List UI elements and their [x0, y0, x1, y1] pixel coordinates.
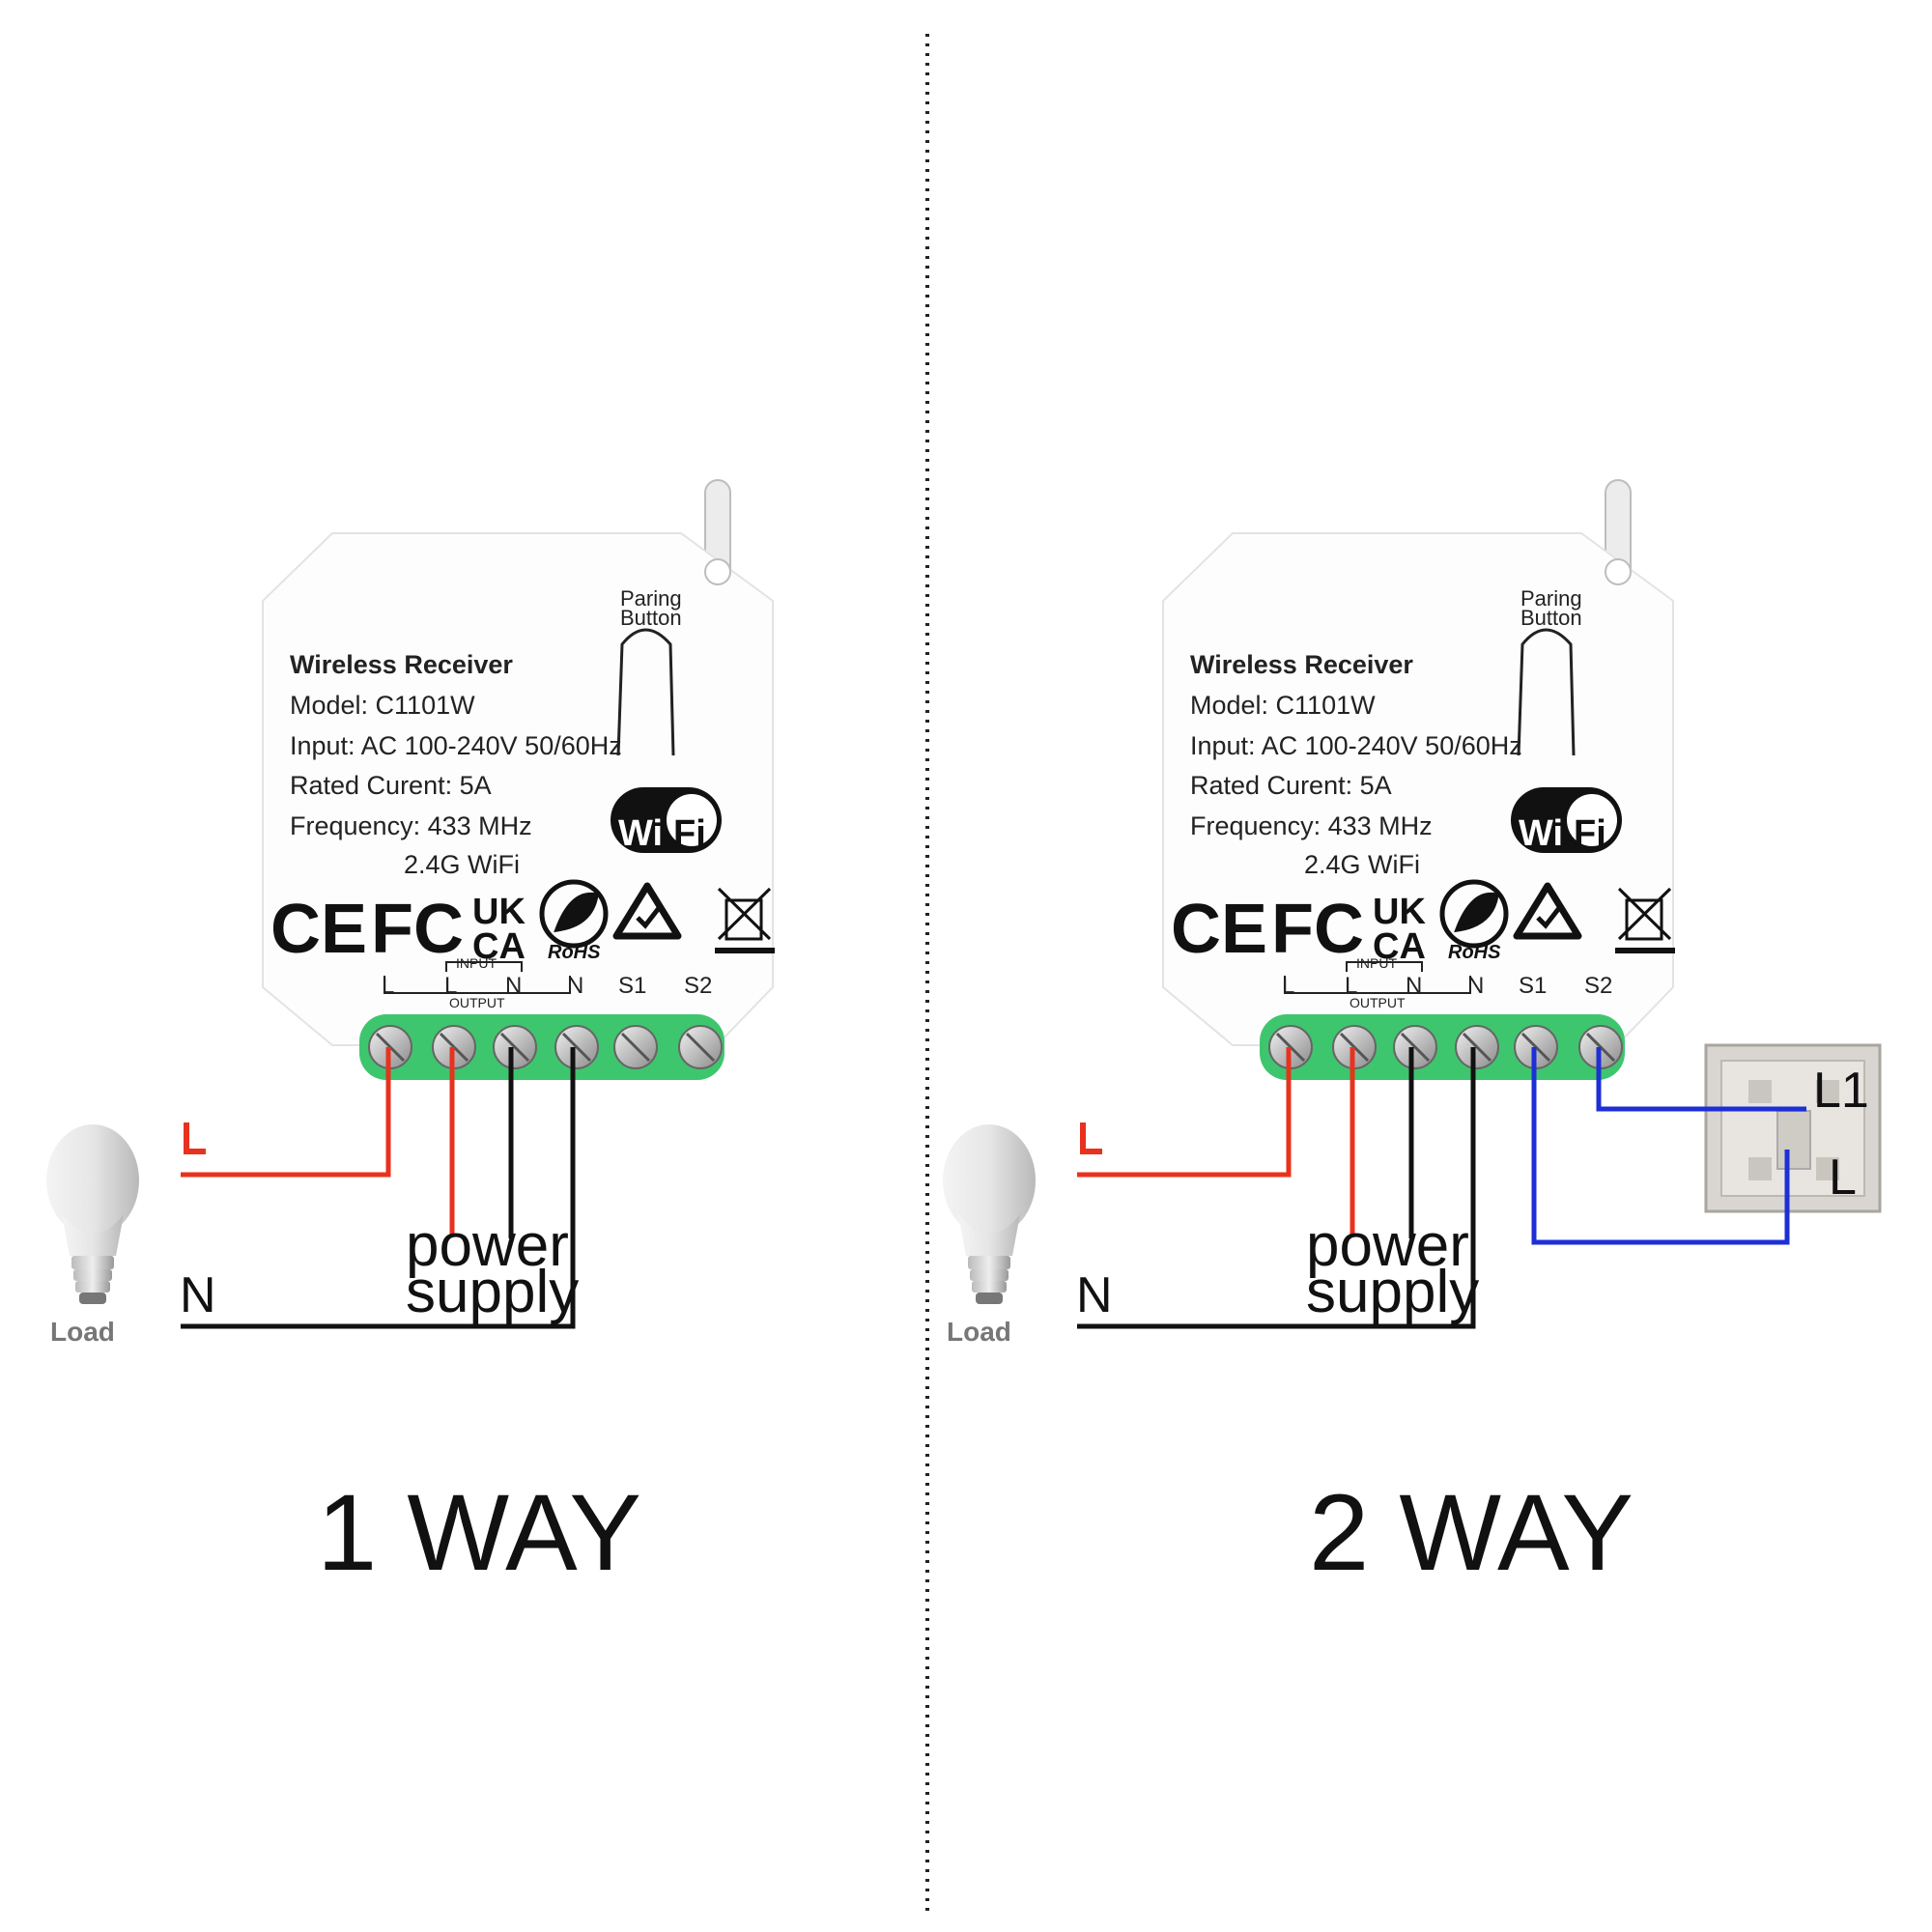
- device-model: Model: C1101W: [290, 691, 475, 720]
- panel-title: 1 WAY: [317, 1472, 641, 1593]
- ukca-mark: UK: [472, 892, 526, 932]
- terminal-label: L: [444, 973, 457, 999]
- live-mark: [1080, 1122, 1102, 1154]
- neutral-wire-load: [1077, 1047, 1476, 1329]
- live-wire-load: [1077, 1047, 1292, 1178]
- wifi-logo-fi: Fi: [673, 813, 706, 854]
- live-mark: [184, 1122, 206, 1154]
- live-wire-load: [181, 1047, 391, 1178]
- fc-mark: FC: [1271, 891, 1364, 968]
- terminal-label: N: [567, 973, 583, 999]
- ce-mark: CE: [270, 891, 367, 968]
- wifi-logo-wi: Wi: [618, 813, 663, 854]
- rohs-mark: RoHS: [1448, 942, 1501, 963]
- device-frequency: Frequency: 433 MHz: [290, 811, 532, 840]
- pairing-button-label: Paring: [1520, 586, 1582, 611]
- light-bulb-icon: [46, 1124, 139, 1304]
- terminal-label: S1: [1519, 973, 1547, 999]
- light-bulb-icon: [943, 1124, 1036, 1304]
- load-label: Load: [947, 1317, 1011, 1347]
- fc-mark: FC: [371, 891, 464, 968]
- neutral-wire-load: [181, 1047, 576, 1329]
- load-label: Load: [50, 1317, 115, 1347]
- switch-wire-s1: [1531, 1047, 1790, 1245]
- wall-switch: [1704, 1043, 1882, 1213]
- terminal-label: S2: [1584, 973, 1612, 999]
- output-bracket-label: OUTPUT: [449, 995, 505, 1010]
- rohs-mark: RoHS: [548, 942, 601, 963]
- terminal-label: L: [382, 973, 394, 999]
- ce-mark: CE: [1171, 891, 1267, 968]
- device-wifi-band: 2.4G WiFi: [1304, 850, 1420, 879]
- device-current: Rated Curent: 5A: [290, 771, 492, 800]
- input-bracket-label: INPUT: [456, 955, 497, 971]
- terminal-label: S2: [684, 973, 712, 999]
- power-supply-label: supply: [406, 1259, 579, 1325]
- terminal-label: N: [1467, 973, 1484, 999]
- ukca-mark: UK: [1373, 892, 1426, 932]
- device-name: Wireless Receiver: [1190, 650, 1413, 679]
- terminal-label: N: [505, 973, 522, 999]
- wifi-logo-fi: Fi: [1574, 813, 1606, 854]
- output-bracket-label: OUTPUT: [1350, 995, 1406, 1010]
- device-input: Input: AC 100-240V 50/60Hz: [1190, 731, 1522, 760]
- terminal-label: S1: [618, 973, 646, 999]
- switch-terminal-l: L: [1829, 1150, 1857, 1206]
- panel-one-way: Wireless Receiver Model: C1101W Input: A…: [46, 480, 775, 1593]
- neutral-label: N: [1076, 1267, 1113, 1323]
- input-bracket-label: INPUT: [1356, 955, 1397, 971]
- device-wifi-band: 2.4G WiFi: [404, 850, 520, 879]
- terminal-label: N: [1406, 973, 1422, 999]
- wifi-logo-wi: Wi: [1519, 813, 1563, 854]
- pairing-button-label: Button: [1520, 606, 1582, 630]
- device-frequency: Frequency: 433 MHz: [1190, 811, 1433, 840]
- panel-title: 2 WAY: [1309, 1472, 1634, 1593]
- switch-wire-s2: [1596, 1047, 1806, 1112]
- neutral-label: N: [180, 1267, 216, 1323]
- terminal-label: L: [1282, 973, 1294, 999]
- power-supply-label: power: [406, 1212, 569, 1279]
- power-supply-label: power: [1306, 1212, 1469, 1279]
- device-name: Wireless Receiver: [290, 650, 513, 679]
- device-model: Model: C1101W: [1190, 691, 1376, 720]
- device-current: Rated Curent: 5A: [1190, 771, 1392, 800]
- terminal-screws: [368, 1025, 723, 1069]
- pairing-button-label: Paring: [620, 586, 682, 611]
- panel-two-way: Wireless Receiver Model: C1101W Input: A…: [943, 480, 1882, 1593]
- ukca-mark: CA: [472, 926, 526, 967]
- switch-terminal-l1: L1: [1813, 1063, 1869, 1119]
- terminal-label: L: [1345, 973, 1357, 999]
- ukca-mark: CA: [1373, 926, 1426, 967]
- terminal-screws: [1268, 1025, 1623, 1069]
- pairing-button-label: Button: [620, 606, 682, 630]
- power-supply-label: supply: [1306, 1259, 1479, 1325]
- device-input: Input: AC 100-240V 50/60Hz: [290, 731, 622, 760]
